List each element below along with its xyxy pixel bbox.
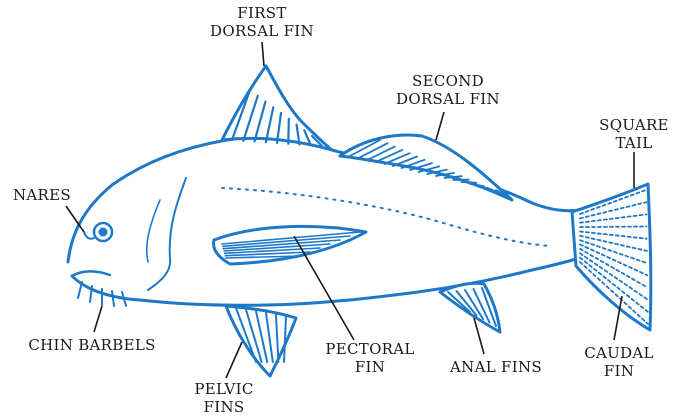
second-dorsal-fin-ray [453, 180, 469, 181]
label-caudal-fin: CAUDAL FIN [580, 344, 658, 380]
label-first-dorsal-fin: FIRST DORSAL FIN [204, 4, 320, 40]
label-nares: NARES [10, 186, 74, 204]
label-chin-barbels: CHIN BARBELS [22, 336, 162, 354]
leader-pelvic-fins [226, 342, 242, 378]
leader-second-dorsal-fin [436, 112, 444, 140]
second-dorsal-fin-ray [462, 182, 477, 183]
label-chin-barbels-line1: CHIN BARBELS [22, 336, 162, 354]
label-pectoral-fin-line1: PECTORAL [318, 340, 422, 358]
leader-first-dorsal-fin [262, 42, 264, 66]
label-second-dorsal-fin-line2: DORSAL FIN [390, 90, 506, 108]
label-second-dorsal-fin: SECOND DORSAL FIN [390, 72, 506, 108]
label-square-tail-line2: TAIL [596, 134, 672, 152]
label-first-dorsal-fin-line2: DORSAL FIN [204, 22, 320, 40]
gill-cover-inner [147, 200, 160, 262]
label-caudal-fin-line1: CAUDAL [580, 344, 658, 362]
label-anal-fins: ANAL FINS [434, 358, 558, 376]
label-pelvic-fins-line1: PELVIC [184, 380, 264, 398]
label-square-tail-line1: SQUARE [596, 116, 672, 134]
label-nares-line1: NARES [10, 186, 74, 204]
label-pectoral-fin-line2: FIN [318, 358, 422, 376]
label-square-tail: SQUARE TAIL [596, 116, 672, 152]
pectoral-fin-shape [214, 226, 366, 264]
label-first-dorsal-fin-line1: FIRST [204, 4, 320, 22]
label-pelvic-fins-line2: FINS [184, 398, 264, 416]
nares-mark [84, 232, 94, 239]
caudal-fin-shape [572, 184, 651, 330]
leader-pectoral-fin [294, 236, 354, 340]
gill-cover [148, 178, 186, 290]
first-dorsal-fin-ray [288, 119, 289, 144]
label-pelvic-fins: PELVIC FINS [184, 380, 264, 416]
anal-fin-shape [440, 283, 500, 332]
label-caudal-fin-line2: FIN [580, 362, 658, 380]
fish-body-lower-outline [72, 258, 580, 305]
label-pectoral-fin: PECTORAL FIN [318, 340, 422, 376]
second-dorsal-fin-shape [340, 135, 512, 200]
pelvic-fins-shape [226, 306, 296, 376]
label-anal-fins-line1: ANAL FINS [434, 358, 558, 376]
mouth [72, 271, 110, 276]
first-dorsal-fin-shape [222, 66, 332, 150]
leader-chin-barbels [94, 306, 102, 332]
label-second-dorsal-fin-line1: SECOND [390, 72, 506, 90]
fish-eye-pupil [100, 229, 106, 235]
